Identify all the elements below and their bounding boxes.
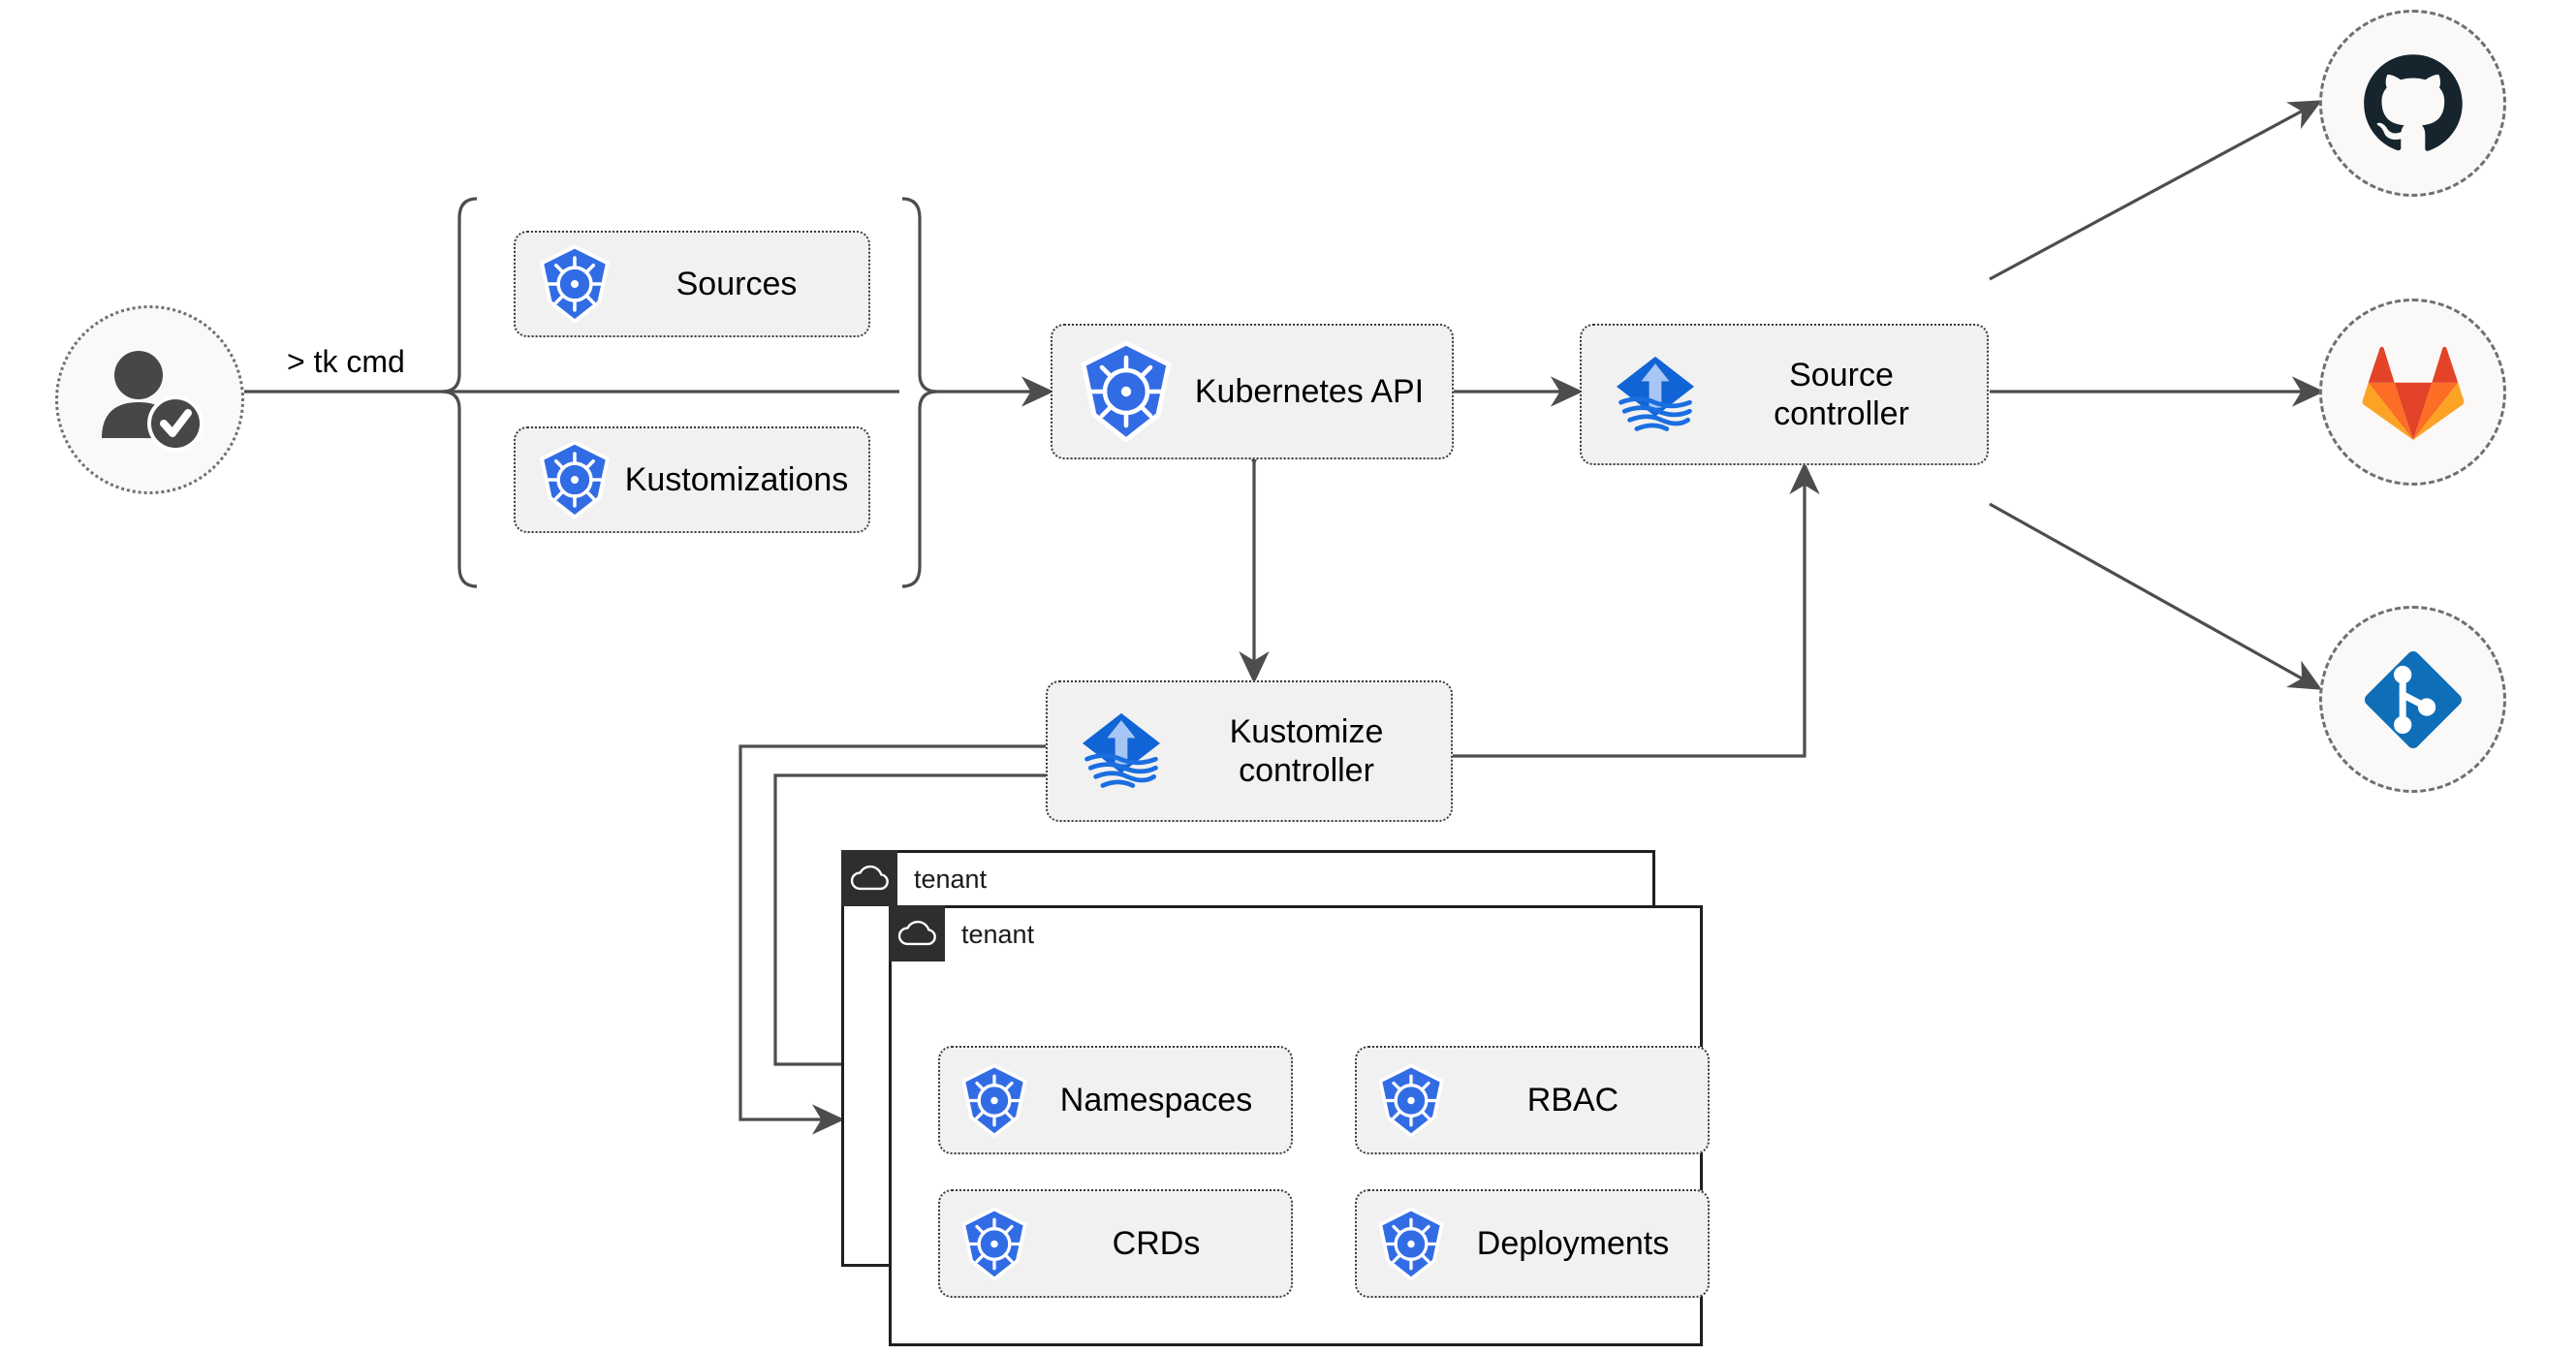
git-icon [2364, 650, 2462, 748]
repo-circle-git[interactable] [2319, 606, 2506, 793]
repo-circle-gitlab[interactable] [2319, 299, 2506, 486]
tenant-box-inner: tenant Namespaces [889, 905, 1710, 1346]
kubernetes-icon [516, 441, 613, 519]
actor-circle [55, 305, 244, 494]
flux-icon [1582, 344, 1704, 445]
node-source-controller[interactable]: Source controller [1580, 324, 1989, 465]
flux-icon [1048, 701, 1170, 802]
kubernetes-icon [940, 1207, 1029, 1280]
cloud-icon [889, 905, 945, 961]
kubernetes-icon [1357, 1063, 1446, 1137]
repo-circle-github[interactable] [2319, 10, 2506, 197]
user-verified-icon [101, 350, 204, 452]
gitlab-icon [2362, 346, 2464, 440]
node-label: Kustomizations [624, 460, 849, 498]
kubernetes-icon [1052, 341, 1175, 442]
node-label: Kustomize controller [1229, 712, 1384, 789]
node-kustomizations[interactable]: Kustomizations [514, 426, 870, 533]
cloud-icon [841, 850, 897, 906]
node-label: Deployments [1476, 1224, 1670, 1262]
kubernetes-icon [940, 1063, 1029, 1137]
kubernetes-icon [1357, 1207, 1446, 1280]
node-label: CRDs [1112, 1224, 1201, 1262]
node-label: Namespaces [1059, 1081, 1253, 1119]
node-namespaces[interactable]: Namespaces [938, 1046, 1293, 1154]
node-kustomize-controller[interactable]: Kustomize controller [1046, 680, 1453, 822]
wire-source-to-git [1989, 502, 2323, 690]
tenant-label: tenant [914, 865, 988, 894]
node-crds[interactable]: CRDs [938, 1189, 1293, 1298]
wire-source-to-github [1989, 100, 2323, 281]
node-rbac[interactable]: RBAC [1355, 1046, 1710, 1154]
node-label: RBAC [1526, 1081, 1619, 1119]
tenant-label: tenant [961, 920, 1035, 949]
node-label: Source controller [1774, 356, 1909, 432]
node-deployments[interactable]: Deployments [1355, 1189, 1710, 1298]
kubernetes-icon [516, 245, 613, 323]
node-label: Kubernetes API [1194, 372, 1425, 410]
node-label: Sources [675, 265, 798, 302]
node-kubernetes-api[interactable]: Kubernetes API [1051, 324, 1454, 459]
wire-kustomize-to-source-controller [1451, 461, 1820, 758]
command-label: > tk cmd [287, 344, 405, 379]
node-sources[interactable]: Sources [514, 231, 870, 337]
brace-right [901, 197, 938, 588]
github-icon [2363, 53, 2463, 151]
brace-left [441, 197, 478, 588]
